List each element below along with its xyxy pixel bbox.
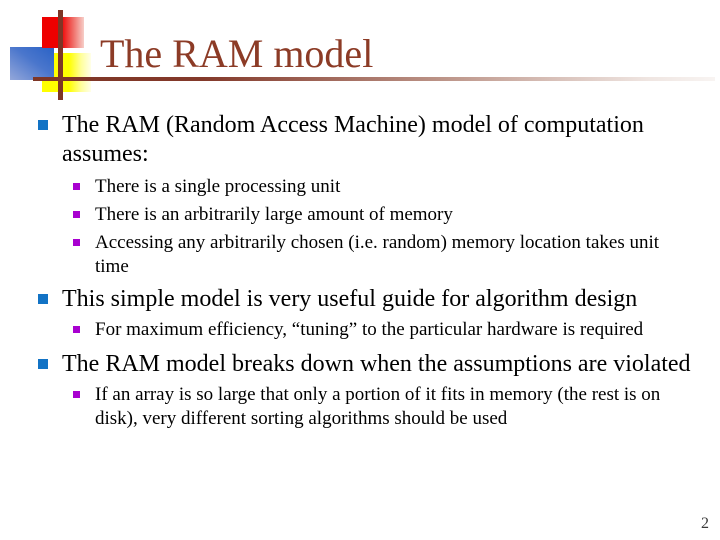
square-bullet-icon: [38, 359, 48, 369]
bullet-item-level1: The RAM model breaks down when the assum…: [38, 350, 720, 379]
slide-body: The RAM (Random Access Machine) model of…: [38, 111, 720, 431]
bullet-text: The RAM (Random Access Machine) model of…: [62, 112, 644, 167]
slide-title: The RAM model: [100, 31, 374, 76]
square-bullet-icon: [73, 391, 80, 398]
bullet-text: Accessing any arbitrarily chosen (i.e. r…: [95, 232, 660, 277]
bullet-item-level2: For maximum efficiency, “tuning” to the …: [73, 318, 720, 342]
bullet-item-level2: There is an arbitrarily large amount of …: [73, 203, 720, 227]
bullet-text: The RAM model breaks down when the assum…: [62, 351, 691, 377]
bullet-item-level2: There is a single processing unit: [73, 175, 720, 199]
square-bullet-icon: [73, 239, 80, 246]
page-number: 2: [701, 515, 709, 532]
bullet-text: For maximum efficiency, “tuning” to the …: [95, 319, 644, 340]
bullet-item-level1: The RAM (Random Access Machine) model of…: [38, 111, 720, 169]
square-bullet-icon: [73, 183, 80, 190]
bullet-item-level2: If an array is so large that only a port…: [73, 383, 720, 431]
square-bullet-icon: [38, 294, 48, 304]
bullet-text: This simple model is very useful guide f…: [62, 286, 638, 312]
bullet-item-level1: This simple model is very useful guide f…: [38, 285, 720, 314]
logo-vertical-line: [58, 10, 63, 100]
bullet-text: There is an arbitrarily large amount of …: [95, 204, 453, 225]
bullet-text: There is a single processing unit: [95, 176, 341, 197]
bullet-item-level2: Accessing any arbitrarily chosen (i.e. r…: [73, 231, 720, 279]
square-bullet-icon: [73, 326, 80, 333]
square-bullet-icon: [73, 211, 80, 218]
logo-red-square: [42, 17, 84, 48]
square-bullet-icon: [38, 120, 48, 130]
title-underline: [33, 77, 715, 81]
bullet-text: If an array is so large that only a port…: [95, 384, 661, 429]
logo-blue-square: [10, 47, 54, 80]
